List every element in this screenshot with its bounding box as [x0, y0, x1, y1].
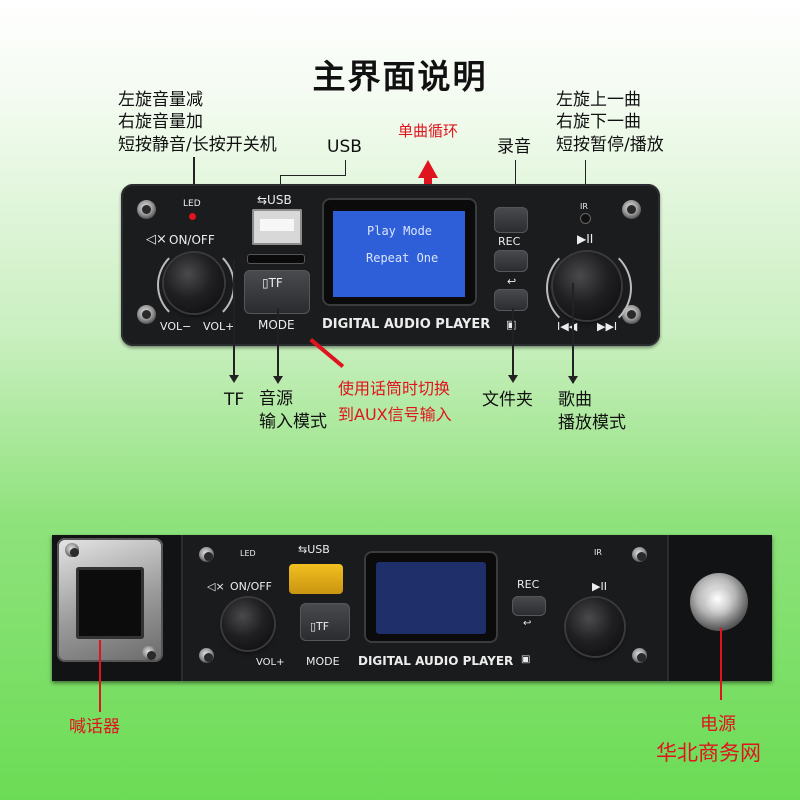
leader-line-power [720, 628, 722, 700]
label-play-mode: 播放模式 [558, 413, 626, 433]
label-volume-left: 左旋音量减 [118, 90, 203, 110]
label-single-loop: 单曲循环 [398, 122, 459, 140]
leader-line-tf [233, 260, 235, 380]
screw-icon [199, 547, 214, 562]
folder-button[interactable] [494, 289, 528, 311]
watermark: 华北商务网 [656, 741, 761, 765]
leader-line-mode [277, 308, 279, 382]
screw-icon [142, 646, 156, 660]
on-off-label: ON/OFF [169, 233, 215, 247]
ir-sensor-icon [581, 214, 590, 223]
screw-icon [137, 200, 156, 219]
leader-line-usb-v [345, 160, 346, 176]
label-mic-note-2: 到AUX信号输入 [338, 405, 452, 424]
screw-icon [622, 305, 641, 324]
tf-label: ▯TF [262, 276, 283, 290]
tf-label-bottom: ▯TF [310, 620, 330, 633]
screw-icon [137, 305, 156, 324]
tf-card-slot[interactable] [247, 254, 305, 264]
usb-drive[interactable] [289, 564, 343, 594]
lcd-screen: Play Mode Repeat One [333, 211, 465, 297]
leader-line-folder [512, 308, 514, 380]
ir-label: IR [580, 202, 588, 211]
label-record: 录音 [497, 137, 531, 157]
lcd-line-2: Repeat One [366, 251, 439, 265]
screw-icon [622, 200, 641, 219]
label-track-press: 短按暂停/播放 [556, 135, 664, 155]
repeat-button[interactable] [494, 250, 528, 272]
brand-label-bottom: DIGITAL AUDIO PLAYER [358, 654, 514, 668]
screw-icon [65, 543, 79, 557]
rj45-port[interactable] [76, 567, 144, 639]
repeat-button-bottom[interactable] [512, 596, 546, 616]
label-mic-note-1: 使用话筒时切换 [338, 379, 451, 398]
label-song: 歌曲 [558, 390, 592, 410]
mute-icon-bottom: ◁× [207, 580, 225, 593]
screw-icon [632, 648, 647, 663]
usb-label-bottom: ⇆USB [298, 543, 330, 556]
led-label-bottom: LED [240, 549, 256, 558]
vol-plus-label: VOL+ [203, 320, 235, 333]
track-knob[interactable] [553, 252, 621, 320]
mode-button-bottom[interactable] [300, 603, 350, 641]
usb-label: ⇆USB [257, 193, 292, 207]
label-power: 电源 [700, 714, 736, 735]
folder-icon: ▣ [506, 318, 516, 331]
play-pause-icon: ▶II [577, 232, 594, 246]
play-pause-icon-bottom: ▶II [592, 580, 607, 593]
track-knob-bottom[interactable] [566, 598, 624, 656]
vol-plus-label-bottom: VOL+ [256, 657, 285, 668]
arrow-folder-icon [508, 375, 518, 383]
leader-line-song [572, 283, 574, 383]
track-arc-icon [546, 245, 632, 331]
mode-label-bottom: MODE [306, 655, 340, 668]
arrow-tf-icon [229, 375, 239, 383]
rec-label-bottom: REC [517, 578, 540, 591]
label-volume-right: 右旋音量加 [118, 112, 203, 132]
ir-label-bottom: IR [594, 548, 602, 557]
label-source: 音源 [259, 389, 293, 409]
volume-knob-bottom[interactable] [222, 598, 274, 650]
lcd-line-1: Play Mode [367, 224, 433, 238]
vol-minus-label: VOL− [160, 320, 192, 333]
brand-label: DIGITAL AUDIO PLAYER [322, 317, 491, 332]
arrow-song-icon [568, 376, 578, 384]
lcd-screen-bottom [376, 562, 486, 634]
label-track-right: 右旋下一曲 [556, 112, 641, 132]
page-title: 主界面说明 [312, 57, 488, 96]
mode-label: MODE [258, 318, 295, 332]
repeat-icon-bottom: ↩ [523, 618, 532, 629]
label-track-left: 左旋上一曲 [556, 90, 641, 110]
leader-line-mic [99, 640, 101, 712]
mute-icon: ◁× [146, 232, 167, 247]
rec-label: REC [498, 235, 521, 248]
label-tf: TF [224, 390, 245, 410]
label-volume-press: 短按静音/长按开关机 [118, 135, 277, 155]
label-usb: USB [327, 137, 362, 157]
mode-button[interactable] [244, 270, 310, 314]
power-button-cap [704, 587, 734, 617]
next-icon: ▶▶I [597, 320, 618, 333]
folder-icon-bottom: ▣ [521, 654, 531, 665]
label-microphone: 喊话器 [69, 717, 120, 737]
arrow-mode-icon [273, 376, 283, 384]
label-input-mode: 输入模式 [259, 412, 327, 432]
arrow-single-loop-head [418, 160, 438, 178]
screw-icon [199, 648, 214, 663]
repeat-icon: ↩ [507, 275, 517, 288]
label-folder: 文件夹 [482, 390, 533, 410]
led-label: LED [183, 199, 201, 209]
prev-icon: I◀◀ [557, 320, 578, 333]
led-indicator-icon [189, 213, 196, 220]
on-off-label-bottom: ON/OFF [230, 580, 272, 593]
rec-button[interactable] [494, 207, 528, 233]
volume-knob[interactable] [164, 253, 224, 313]
leader-line-usb-h [280, 175, 346, 176]
usb-port-inner [260, 219, 294, 231]
screw-icon [632, 547, 647, 562]
